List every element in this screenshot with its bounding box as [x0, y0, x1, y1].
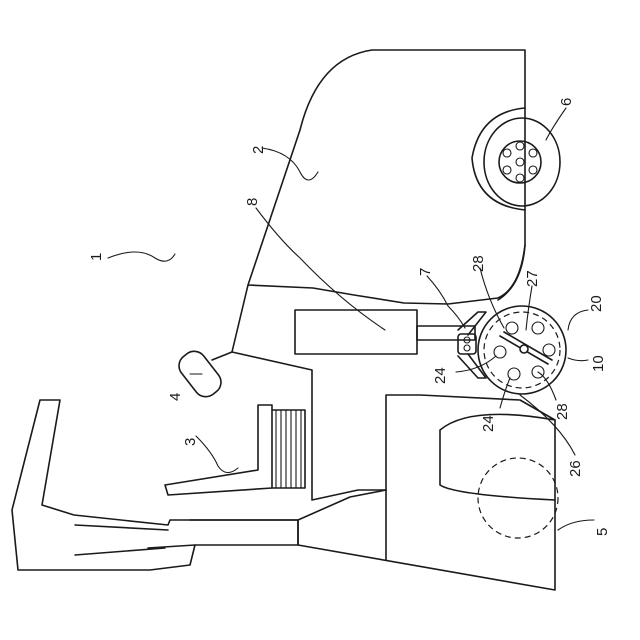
label-24a: 24 [432, 367, 449, 384]
label-26: 26 [567, 460, 584, 477]
label-24b: 24 [480, 415, 497, 432]
lower-frame-inner [386, 414, 555, 560]
label-7: 7 [417, 268, 434, 276]
label-10: 10 [590, 355, 607, 372]
wheel-rim [484, 118, 560, 206]
housing-outline [232, 50, 525, 352]
actuator-rod [417, 326, 475, 340]
wheel-hub [499, 141, 541, 183]
actuator-cylinder [295, 310, 417, 354]
label-5: 5 [594, 528, 611, 536]
pedal-assembly [12, 400, 298, 570]
wheel-holes [503, 142, 537, 182]
pedal-links [75, 525, 195, 555]
label-6: 6 [558, 98, 575, 106]
label-28a: 28 [470, 255, 487, 272]
label-3: 3 [182, 438, 199, 446]
lever-bellows-3 [165, 405, 305, 495]
disc-center [520, 345, 528, 353]
label-8: 8 [244, 198, 261, 206]
label-4: 4 [167, 393, 184, 401]
label-28b: 28 [554, 403, 571, 420]
label-2: 2 [250, 146, 267, 154]
label-1: 1 [88, 253, 105, 261]
housing-lower-edge [498, 245, 525, 300]
label-20: 20 [588, 295, 605, 312]
label-27: 27 [524, 270, 541, 287]
leader-lines [108, 108, 594, 530]
